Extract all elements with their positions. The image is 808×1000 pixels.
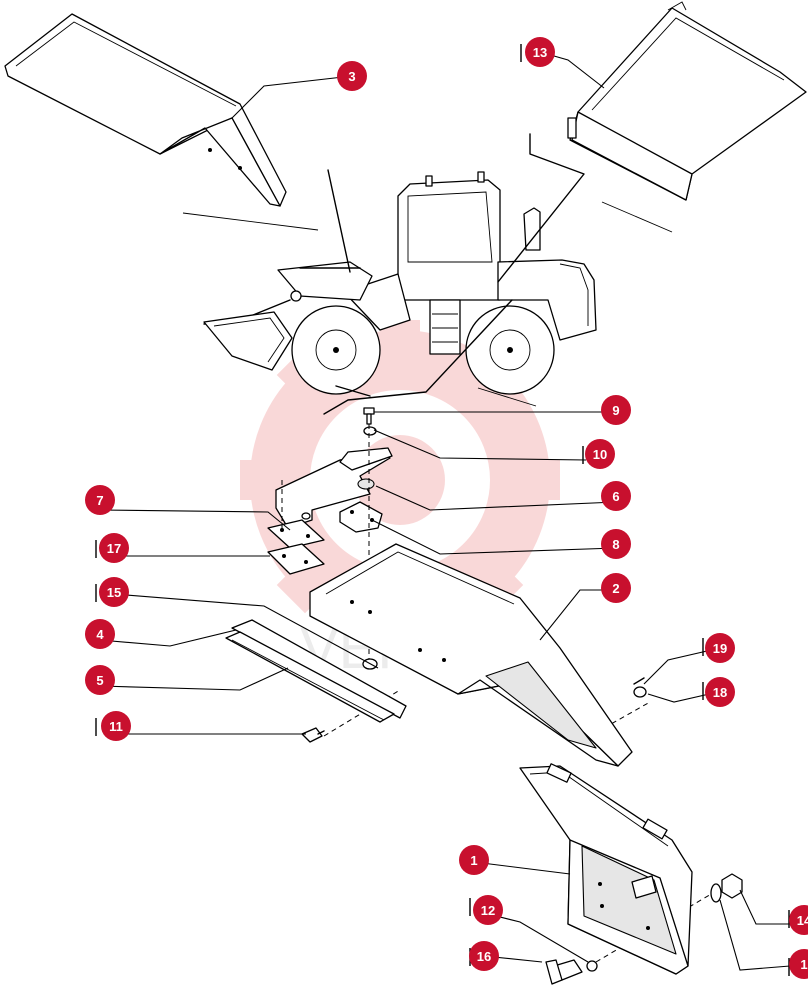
mudguard-plate-part-1 <box>519 763 693 975</box>
svg-text:7: 7 <box>96 493 103 508</box>
callout-9[interactable]: 9 <box>601 395 631 425</box>
pin-part-19 <box>633 677 645 685</box>
front-fender-part <box>4 13 287 207</box>
svg-text:11: 11 <box>109 719 123 734</box>
callout-19[interactable]: 19 <box>705 633 735 663</box>
svg-text:15: 15 <box>107 585 121 600</box>
callout-1-partial[interactable]: 1 <box>789 949 808 979</box>
callout-11[interactable]: 11 <box>101 711 131 741</box>
svg-text:17: 17 <box>107 541 121 556</box>
callout-3[interactable]: 3 <box>337 61 367 91</box>
svg-text:16: 16 <box>477 949 491 964</box>
svg-text:1: 1 <box>470 853 477 868</box>
fender-leader-lines <box>323 133 585 415</box>
svg-text:5: 5 <box>96 673 103 688</box>
bolt-part-9 <box>363 407 375 425</box>
svg-text:18: 18 <box>713 685 727 700</box>
washer-part-12 <box>586 960 598 972</box>
svg-text:3: 3 <box>348 69 355 84</box>
svg-text:12: 12 <box>481 903 495 918</box>
svg-text:9: 9 <box>612 403 619 418</box>
callout-15[interactable]: 15 <box>99 577 129 607</box>
callout-5[interactable]: 5 <box>85 665 115 695</box>
callout-10[interactable]: 10 <box>585 439 615 469</box>
callout-7[interactable]: 7 <box>85 485 115 515</box>
screw-part-11 <box>301 727 325 743</box>
shim-part-17 <box>267 543 325 575</box>
latch-part-6 <box>275 447 393 529</box>
svg-text:8: 8 <box>612 537 619 552</box>
svg-text:2: 2 <box>612 581 619 596</box>
callout-4[interactable]: 4 <box>85 619 115 649</box>
callout-1[interactable]: 1 <box>459 845 489 875</box>
svg-text:14: 14 <box>797 913 808 928</box>
reference-ticks <box>95 44 790 976</box>
svg-text:4: 4 <box>96 627 104 642</box>
callout-13[interactable]: 13 <box>525 37 555 67</box>
callout-2[interactable]: 2 <box>601 573 631 603</box>
callout-16[interactable]: 16 <box>469 941 499 971</box>
bolt-part-16 <box>545 959 583 985</box>
svg-text:13: 13 <box>533 45 547 60</box>
nut-part-14 <box>721 873 743 899</box>
callout-18[interactable]: 18 <box>705 677 735 707</box>
callout-6[interactable]: 6 <box>601 481 631 511</box>
washer-part-18 <box>633 686 647 698</box>
wheel-loader-illustration <box>182 171 673 395</box>
callout-8[interactable]: 8 <box>601 529 631 559</box>
svg-text:10: 10 <box>593 447 607 462</box>
svg-text:1: 1 <box>800 957 807 972</box>
svg-text:19: 19 <box>713 641 727 656</box>
plate-part-8 <box>339 501 383 533</box>
rear-fender-part <box>567 1 807 201</box>
callout-17[interactable]: 17 <box>99 533 129 563</box>
callout-12[interactable]: 12 <box>473 895 503 925</box>
callout-14[interactable]: 14 <box>789 905 808 935</box>
washer-part-14b <box>710 883 722 903</box>
washer-part-10 <box>363 426 377 436</box>
svg-text:6: 6 <box>612 489 619 504</box>
rail-strip-part-5 <box>225 631 395 723</box>
